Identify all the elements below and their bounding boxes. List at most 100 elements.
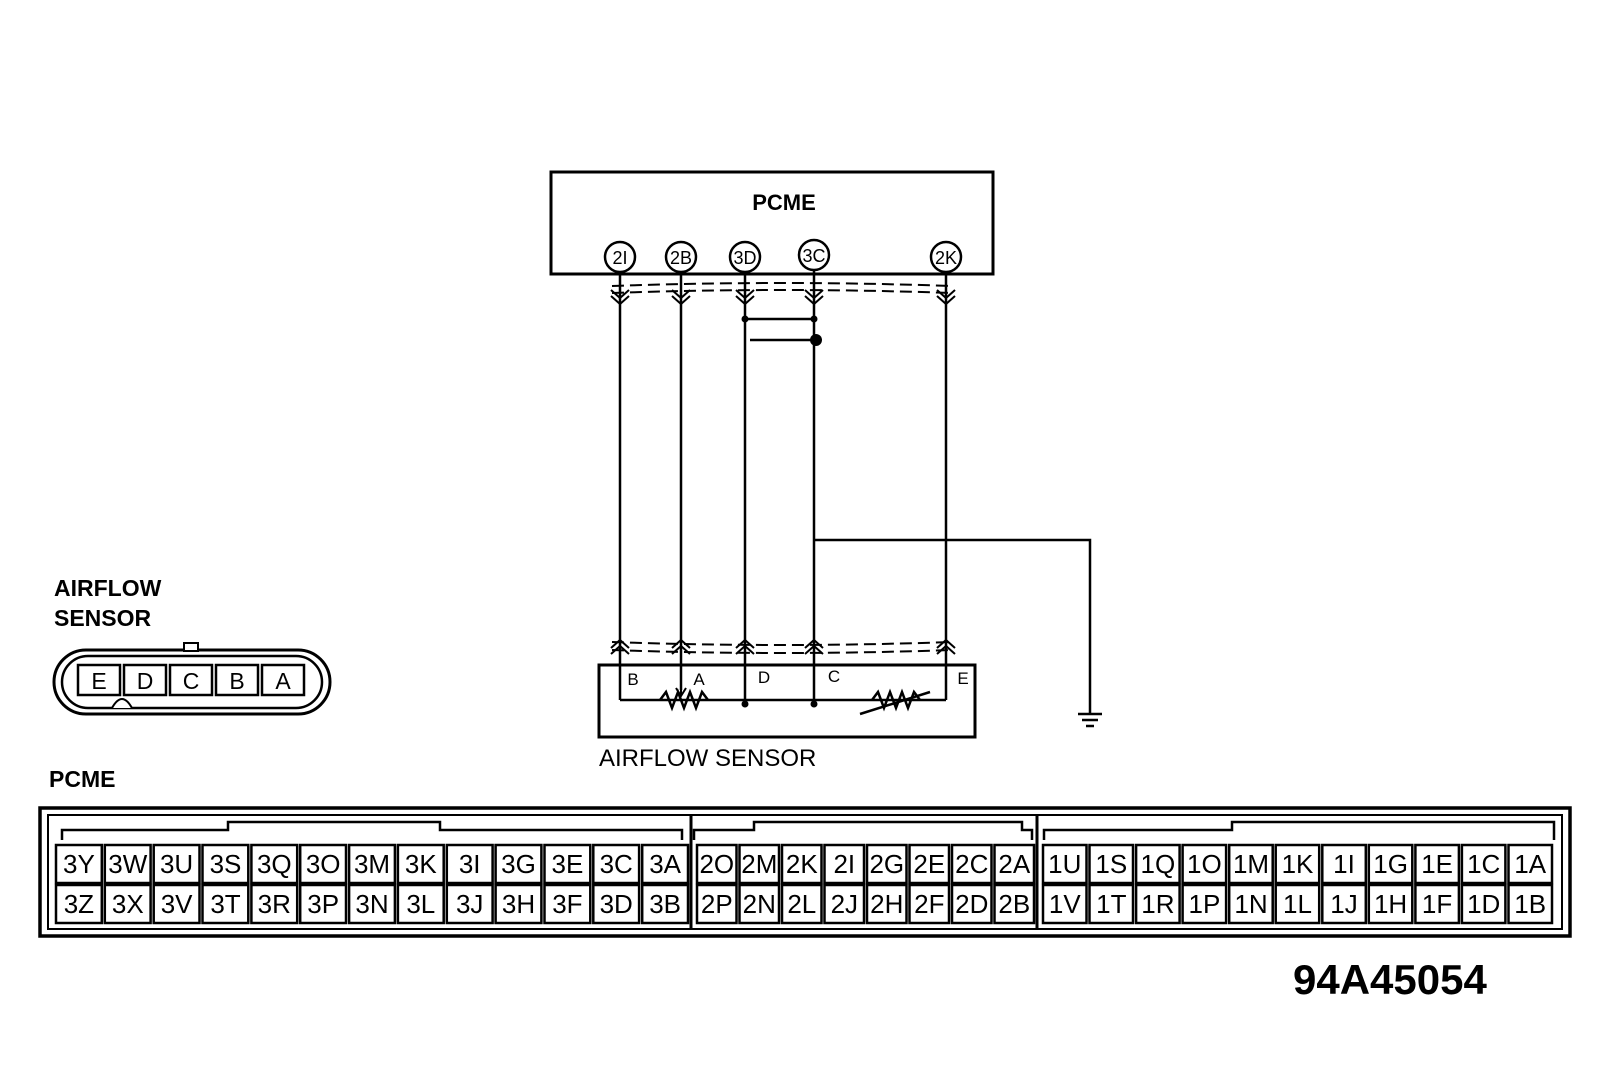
pcme-pin-cell (1274, 883, 1321, 925)
pcme-pin-2a: 2A (998, 849, 1030, 879)
pcme-pin-cell (950, 883, 993, 925)
chevron-icon (804, 638, 824, 655)
junction-dot (741, 315, 749, 323)
terminal-label-2i: 2I (612, 248, 627, 268)
pcme-pin-cell (993, 883, 1036, 925)
pcme-pin-cell (592, 883, 641, 925)
chevron-icon (610, 638, 630, 655)
pcme-pin-3a: 3A (649, 849, 681, 879)
thermistor-slash (859, 690, 931, 716)
pcme-pin-1a: 1A (1514, 849, 1546, 879)
pcme-pin-cell (993, 843, 1036, 885)
sensor-pin-e: E (957, 669, 968, 688)
pcme-pin-cell (250, 843, 299, 885)
pcme-pin-3t: 3T (210, 889, 240, 919)
pcme-pin-3f: 3F (552, 889, 582, 919)
pcme-pin-cell (1321, 843, 1368, 885)
pcme-pin-3v: 3V (161, 889, 193, 919)
pcme-module-title: PCME (752, 190, 816, 215)
connector-latch (183, 642, 199, 652)
pcme-pin-2m: 2M (741, 849, 777, 879)
wire-ground-branch (814, 538, 1092, 714)
chevron-icon (671, 638, 691, 655)
shield-harness (611, 282, 953, 654)
connector-key (111, 698, 133, 709)
pcme-pin-cell (543, 843, 592, 885)
connector-title-line1: AIRFLOW (54, 575, 162, 601)
chevron-icon (936, 289, 956, 306)
pcme-pin-2c: 2C (955, 849, 988, 879)
resistor-icon (659, 688, 709, 712)
connector-pin-cell (168, 663, 214, 697)
pcme-pin-2l: 2L (787, 889, 816, 919)
pcme-pin-1q: 1Q (1141, 849, 1176, 879)
pcme-pin-1j: 1J (1330, 889, 1357, 919)
pcme-pin-1k: 1K (1282, 849, 1314, 879)
sensor-pin-d: D (758, 668, 770, 687)
junction-dot-large (810, 334, 822, 346)
pcme-pin-cell (1041, 883, 1088, 925)
chevron-icon (735, 638, 755, 655)
pcme-pin-1n: 1N (1234, 889, 1267, 919)
pcme-pin-3q: 3Q (257, 849, 292, 879)
pcme-pin-cell (298, 843, 348, 885)
connector-pin-b: B (229, 668, 244, 694)
pcme-pin-cell (1134, 843, 1181, 885)
pcme-module: PCME 2I 2B 3D 3C 2K (549, 170, 995, 276)
pcme-pin-cell (1507, 843, 1554, 885)
connector-title-line2: SENSOR (54, 605, 152, 631)
airflow-sensor: B A D C E AIRFLOW SENSOR (597, 663, 977, 772)
connector-pin-a: A (275, 668, 291, 694)
pcme-connector-keys (60, 820, 1556, 840)
pcme-pin-3d: 3D (600, 889, 633, 919)
pcme-pin-2e: 2E (913, 849, 945, 879)
junction-dots (741, 315, 822, 346)
pcme-pin-1u: 1U (1048, 849, 1081, 879)
pcme-pin-3b: 3B (649, 889, 681, 919)
shield-top-line-1 (611, 282, 953, 287)
pcme-pin-3g: 3G (501, 849, 536, 879)
chevron-icon (804, 289, 824, 306)
pcme-pin-cell (54, 883, 104, 925)
pcme-pin-1d: 1D (1467, 889, 1500, 919)
pcme-pin-cell (1367, 843, 1414, 885)
pcme-pin-2f: 2F (914, 889, 944, 919)
pcme-pin-2g: 2G (869, 849, 904, 879)
pcme-pin-cell (1227, 843, 1274, 885)
pcme-pin-1o: 1O (1187, 849, 1222, 879)
terminal-label-2b: 2B (670, 248, 692, 268)
pcme-pin-cell (201, 883, 250, 925)
pcme-pin-3n: 3N (355, 889, 388, 919)
chevron-icon (610, 289, 630, 306)
pcme-pin-2b: 2B (998, 889, 1030, 919)
pcme-pin-cell (494, 883, 543, 925)
pcme-pin-1m: 1M (1233, 849, 1269, 879)
pcme-pin-1g: 1G (1373, 849, 1408, 879)
pcme-pin-cell (201, 843, 250, 885)
pcme-pin-2d: 2D (955, 889, 988, 919)
pcme-pin-cell (1181, 883, 1228, 925)
pcme-pin-1c: 1C (1467, 849, 1500, 879)
pcme-pin-3j: 3J (456, 889, 483, 919)
pcme-pin-2j: 2J (831, 889, 858, 919)
pcme-pin-3s: 3S (210, 849, 242, 879)
terminal-label-3c: 3C (802, 246, 825, 266)
pcme-pin-1l: 1L (1283, 889, 1312, 919)
ground-icon (1078, 712, 1102, 728)
pcme-pin-1f: 1F (1422, 889, 1452, 919)
pcme-pin-1e: 1E (1421, 849, 1453, 879)
pcme-pin-cell (445, 883, 494, 925)
connector-pin-cell (76, 663, 122, 697)
pcme-pin-2o: 2O (699, 849, 734, 879)
pcme-pin-3x: 3X (112, 889, 144, 919)
connector-pin-d: D (137, 668, 154, 694)
pcme-pin-2n: 2N (743, 889, 776, 919)
pcme-pin-1i: 1I (1333, 849, 1355, 879)
pcme-pin-2i: 2I (833, 849, 855, 879)
airflow-sensor-label: AIRFLOW SENSOR (599, 745, 816, 772)
chevron-icon (735, 289, 755, 306)
pcme-pin-cell (640, 843, 690, 885)
pcme-pin-cell (640, 883, 690, 925)
